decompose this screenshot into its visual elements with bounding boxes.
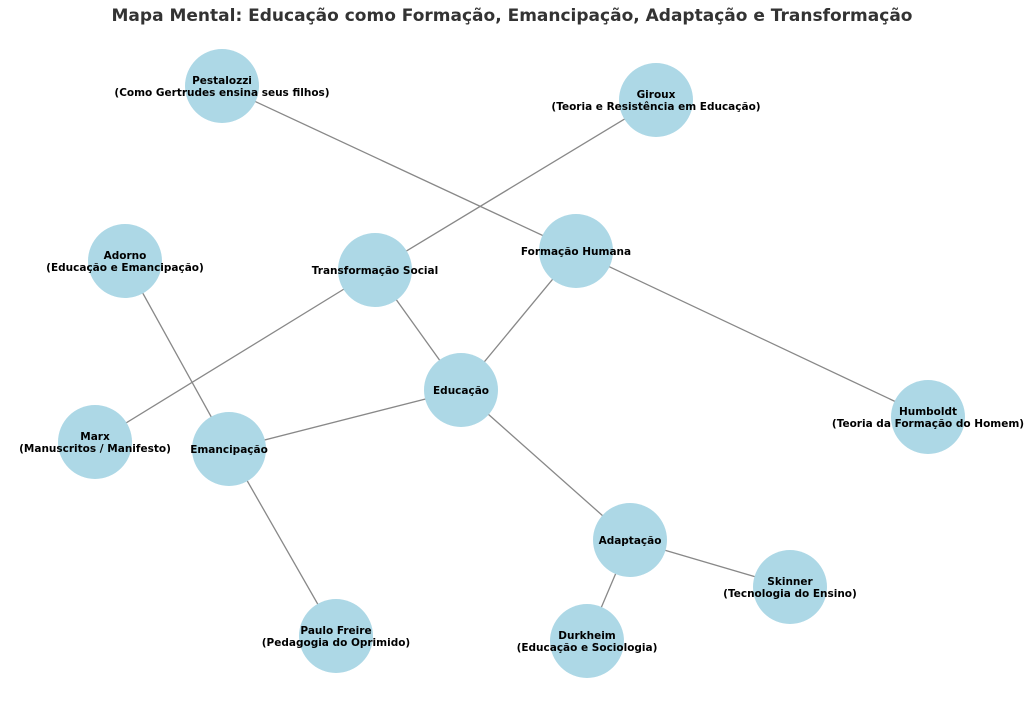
node-label-emancipacao: Emancipação <box>190 444 268 456</box>
node-transformacao <box>338 233 412 307</box>
node-label-giroux: (Teoria e Resistência em Educação) <box>551 101 760 113</box>
edge-educacao-adaptacao <box>460 389 631 541</box>
node-label-adaptacao: Adaptação <box>599 535 662 547</box>
node-label-marx: (Manuscritos / Manifesto) <box>19 443 171 455</box>
node-emancipacao <box>192 412 266 486</box>
node-label-adorno: (Educação e Emancipação) <box>46 262 204 274</box>
node-label-durkheim: Durkheim <box>558 630 616 642</box>
node-pestalozzi <box>185 49 259 123</box>
node-marx <box>58 405 132 479</box>
node-label-educacao: Educação <box>433 385 489 397</box>
node-adorno <box>88 224 162 298</box>
node-label-adorno: Adorno <box>104 250 147 262</box>
node-label-pestalozzi: Pestalozzi <box>192 75 252 87</box>
node-label-freire: Paulo Freire <box>300 625 371 637</box>
node-formacao <box>539 214 613 288</box>
node-label-marx: Marx <box>80 431 110 443</box>
node-label-humboldt: Humboldt <box>899 406 957 418</box>
edge-transformacao-marx <box>94 269 376 443</box>
node-label-humboldt: (Teoria da Formação do Homem) <box>832 418 1024 430</box>
node-giroux <box>619 63 693 137</box>
node-label-durkheim: (Educação e Sociologia) <box>517 642 658 654</box>
node-label-freire: (Pedagogia do Oprimido) <box>262 637 410 649</box>
node-adaptacao <box>593 503 667 577</box>
edge-pestalozzi-formacao <box>221 85 577 252</box>
node-educacao <box>424 353 498 427</box>
node-label-formacao: Formação Humana <box>521 246 631 258</box>
node-freire <box>299 599 373 673</box>
node-durkheim <box>550 604 624 678</box>
node-label-transformacao: Transformação Social <box>312 265 438 277</box>
diagram-title: Mapa Mental: Educação como Formação, Ema… <box>111 6 913 26</box>
node-label-pestalozzi: (Como Gertrudes ensina seus filhos) <box>114 87 329 99</box>
node-humboldt <box>891 380 965 454</box>
edge-giroux-transformacao <box>374 99 657 271</box>
node-label-giroux: Giroux <box>637 89 676 101</box>
edge-educacao-emancipacao <box>228 389 462 450</box>
node-skinner <box>753 550 827 624</box>
node-label-skinner: (Tecnologia do Ensino) <box>723 588 857 600</box>
node-label-skinner: Skinner <box>767 576 813 588</box>
edge-formacao-humboldt <box>575 250 929 418</box>
